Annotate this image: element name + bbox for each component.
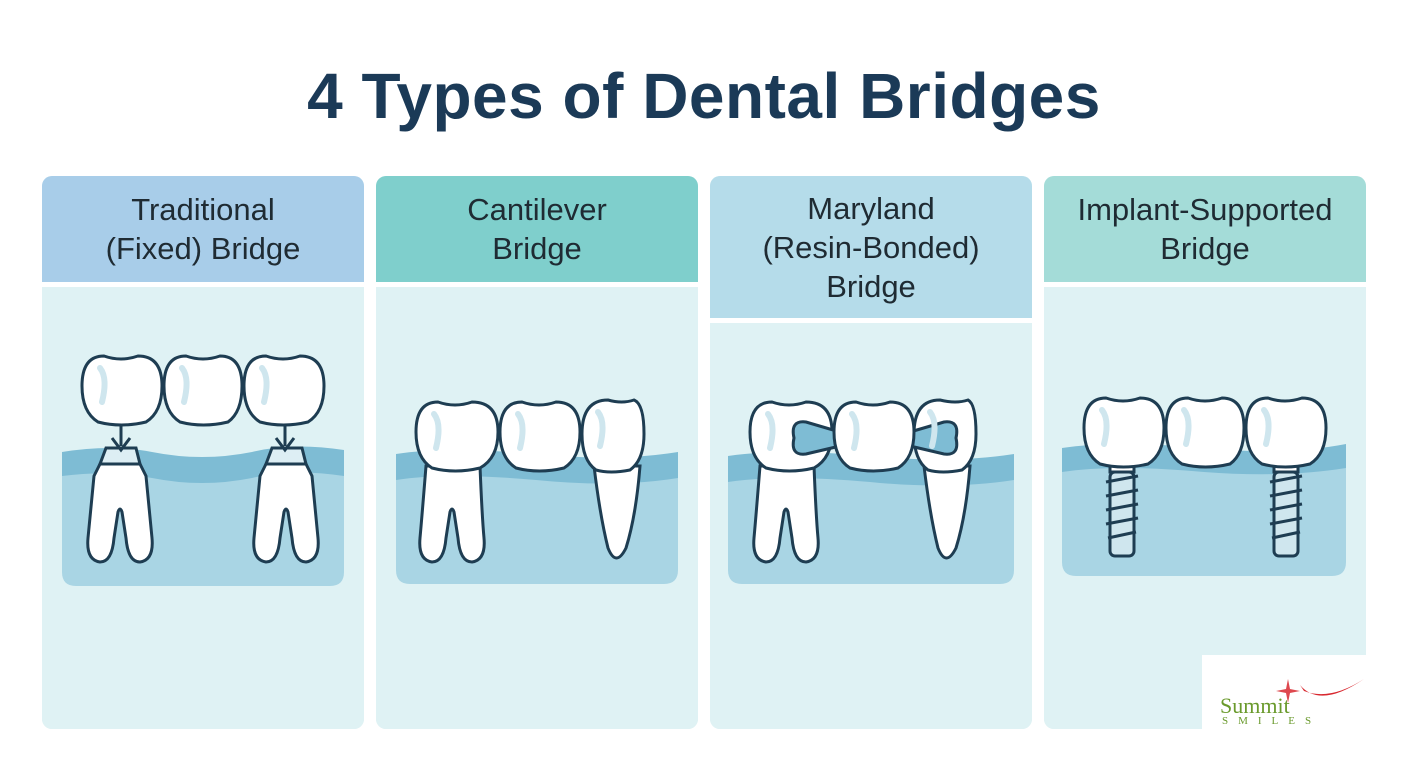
divider	[710, 318, 1032, 323]
panel-traditional: Traditional (Fixed) Bridge	[42, 176, 364, 729]
page-title: 4 Types of Dental Bridges	[307, 60, 1101, 132]
implant-bridge-icon	[1062, 396, 1346, 576]
panel-maryland: Maryland (Resin-Bonded) Bridge	[710, 176, 1032, 729]
divider	[42, 282, 364, 287]
header-line: Bridge	[826, 268, 916, 304]
divider	[1044, 282, 1366, 287]
panel-cantilever: Cantilever Bridge	[376, 176, 698, 729]
logo-word: Summit	[1220, 693, 1290, 718]
header-line: (Resin-Bonded)	[762, 229, 980, 265]
panel-header: Implant-Supported Bridge	[1044, 176, 1366, 282]
header-line: Maryland	[807, 190, 935, 226]
panel-implant: Implant-Supported Bridge	[1044, 176, 1366, 729]
header-line: Bridge	[492, 231, 582, 266]
header-line: (Fixed) Bridge	[105, 231, 301, 266]
traditional-bridge-icon	[62, 354, 344, 586]
cantilever-bridge-icon	[396, 398, 678, 584]
header-line: Bridge	[1160, 231, 1250, 266]
header-line: Traditional	[131, 192, 275, 227]
divider	[376, 282, 698, 287]
header-line: Cantilever	[467, 192, 607, 227]
maryland-bridge-icon	[728, 398, 1014, 584]
smile-swoosh-icon	[1276, 679, 1364, 703]
header-line: Implant-Supported	[1077, 192, 1333, 227]
panel-header: Traditional (Fixed) Bridge	[42, 176, 364, 282]
panel-header: Cantilever Bridge	[376, 176, 698, 282]
panel-header: Maryland (Resin-Bonded) Bridge	[710, 176, 1032, 318]
logo-subword: SMILES	[1222, 715, 1322, 727]
summit-smiles-logo: Summit SMILES	[1202, 655, 1368, 733]
